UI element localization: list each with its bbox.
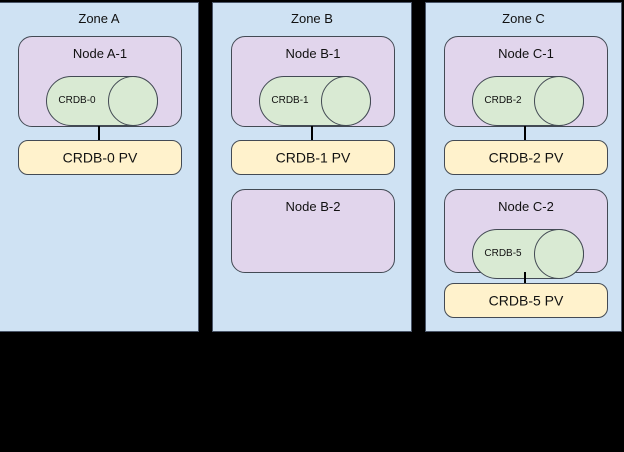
pv-crdb-1-label: CRDB-1 PV <box>275 149 351 165</box>
node-c-2-title: Node C-2 <box>498 199 554 214</box>
connector-node-c-1-to-crdb-2-pv <box>524 126 526 141</box>
pod-crdb-0-label: CRDB-0 <box>58 95 96 106</box>
node-b-1: Node B-1 CRDB-1 <box>231 36 395 127</box>
node-a-1: Node A-1 CRDB-0 <box>18 36 182 127</box>
pod-crdb-0: CRDB-0 <box>46 76 158 126</box>
node-c-1: Node C-1 CRDB-2 <box>444 36 608 127</box>
pv-crdb-2-label: CRDB-2 PV <box>488 149 564 165</box>
pv-crdb-0: CRDB-0 PV <box>18 140 182 175</box>
zone-b-title: Zone B <box>291 11 333 26</box>
pv-crdb-2: CRDB-2 PV <box>444 140 608 175</box>
connector-node-b-1-to-crdb-1-pv <box>311 126 313 141</box>
pod-crdb-1: CRDB-1 <box>259 76 371 126</box>
node-b-2: Node B-2 <box>231 189 395 273</box>
zone-a-title: Zone A <box>78 11 120 26</box>
pod-crdb-1-label: CRDB-1 <box>271 95 309 106</box>
cylinder-cap-icon <box>534 229 584 279</box>
connector-node-c-2-to-crdb-5-pv <box>524 272 526 284</box>
cylinder-cap-icon <box>108 76 158 126</box>
zone-c-title: Zone C <box>502 11 545 26</box>
pv-crdb-1: CRDB-1 PV <box>231 140 395 175</box>
connector-node-a-1-to-crdb-0-pv <box>98 126 100 141</box>
cylinder-cap-icon <box>321 76 371 126</box>
zone-c: Zone C Node C-1 CRDB-2 CRDB-2 PV Node C-… <box>425 2 622 332</box>
node-c-2: Node C-2 CRDB-5 <box>444 189 608 279</box>
node-b-2-title: Node B-2 <box>285 199 341 214</box>
zone-b: Zone B Node B-1 CRDB-1 CRDB-1 PV Node B-… <box>212 2 412 332</box>
pv-crdb-5-label: CRDB-5 PV <box>488 292 564 308</box>
node-a-1-title: Node A-1 <box>72 46 128 61</box>
node-b-1-title: Node B-1 <box>285 46 341 61</box>
pv-crdb-0-label: CRDB-0 PV <box>62 149 138 165</box>
pod-crdb-2: CRDB-2 <box>472 76 584 126</box>
pv-crdb-5: CRDB-5 PV <box>444 283 608 318</box>
cylinder-cap-icon <box>534 76 584 126</box>
pod-crdb-2-label: CRDB-2 <box>484 95 522 106</box>
pod-crdb-5: CRDB-5 <box>472 229 584 279</box>
node-c-1-title: Node C-1 <box>498 46 554 61</box>
pod-crdb-5-label: CRDB-5 <box>484 248 522 259</box>
zone-a: Zone A Node A-1 CRDB-0 CRDB-0 PV <box>0 2 199 332</box>
